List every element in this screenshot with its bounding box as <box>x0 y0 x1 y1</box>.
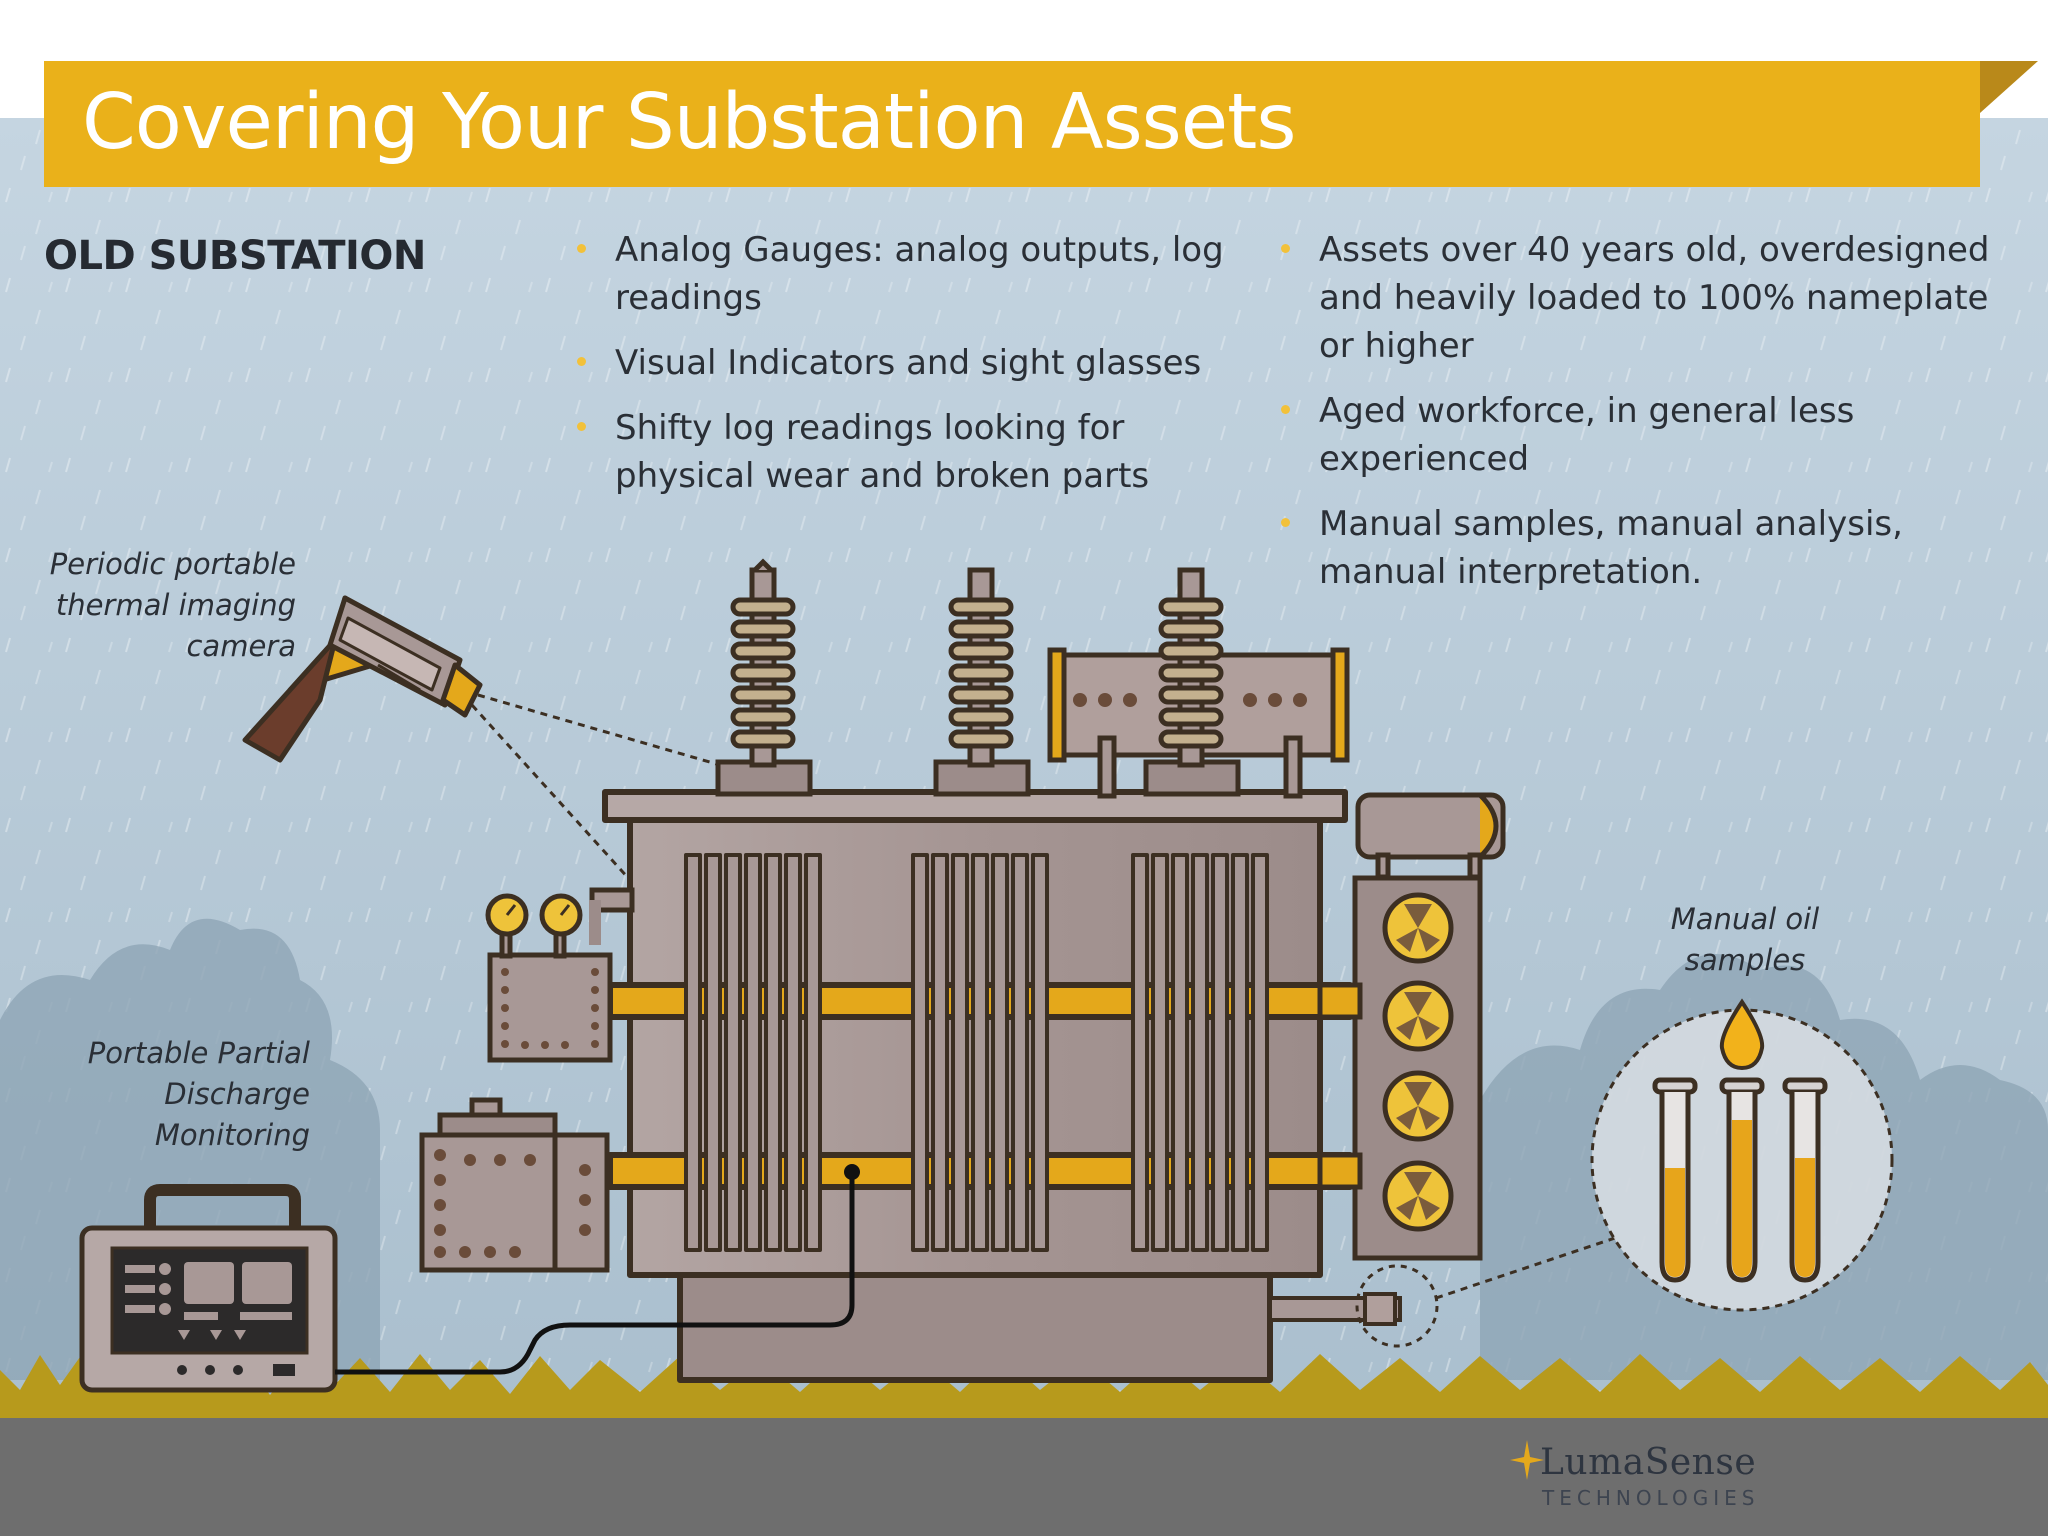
transformer <box>602 789 1353 1383</box>
list-item: Manual samples, manual analysis, manual … <box>1279 500 1999 596</box>
section-heading: OLD SUBSTATION <box>44 233 426 279</box>
page-title: Covering Your Substation Assets <box>82 78 1296 167</box>
sensor-clamp <box>844 1164 860 1180</box>
bullet-list-left: Analog Gauges: analog outputs, log readi… <box>575 226 1255 517</box>
cooling-unit <box>1317 792 1506 1261</box>
pd-monitor-icon <box>79 1184 338 1393</box>
oil-samples-caption: Manual oil samples <box>1670 902 1820 977</box>
test-tubes-icon <box>1652 1077 1828 1283</box>
thermal-view-lines <box>470 693 721 882</box>
logo-name: LumaSense <box>1540 1442 1757 1483</box>
logo-subtitle: TECHNOLOGIES <box>1542 1486 1760 1510</box>
thermal-camera-caption: Periodic portable thermal imaging camera <box>49 547 296 663</box>
list-item: Aged workforce, in general less experien… <box>1279 387 1999 483</box>
grass <box>0 1350 2048 1418</box>
company-logo: LumaSense TECHNOLOGIES <box>1510 1440 1770 1520</box>
ground-strip <box>0 1418 2048 1536</box>
gauge-box <box>485 887 635 1063</box>
list-item: Assets over 40 years old, overdesigned a… <box>1279 226 1999 370</box>
bushings <box>715 558 1350 799</box>
list-item: Visual Indicators and sight glasses <box>575 339 1255 387</box>
bullet-list-right: Assets over 40 years old, overdesigned a… <box>1279 226 1999 613</box>
list-item: Analog Gauges: analog outputs, log readi… <box>575 226 1255 322</box>
title-banner <box>44 61 1980 187</box>
partial-discharge-caption: Portable Partial Discharge Monitoring <box>87 1036 310 1152</box>
oil-sample-line <box>1435 1236 1616 1300</box>
title-banner-fold <box>1980 61 2038 113</box>
star-icon <box>1510 1440 1544 1480</box>
sensor-cable <box>335 1172 855 1375</box>
thermal-camera-icon <box>242 595 483 763</box>
oil-drop-icon <box>1719 998 1765 1071</box>
oil-valve <box>1268 1264 1439 1348</box>
list-item: Shifty log readings looking for physical… <box>575 404 1255 500</box>
control-cabinet <box>419 1097 610 1273</box>
